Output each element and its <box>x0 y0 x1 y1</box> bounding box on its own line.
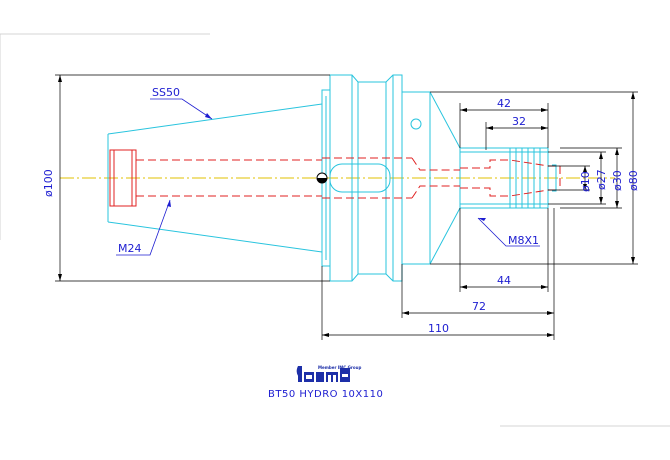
drawing-title: BT50 HYDRO 10X110 <box>268 389 383 400</box>
dim-110: 110 <box>428 322 449 335</box>
sheet-frame <box>0 33 670 427</box>
m24-thread-end <box>109 149 137 207</box>
dim-dia-30: ø30 <box>611 170 624 191</box>
dim-dia-100: ø100 <box>42 169 55 197</box>
dim-dia-10: ø10 <box>579 171 592 192</box>
dim-dia-80: ø80 <box>627 170 640 191</box>
logo-tagline: Member IMC Group <box>318 365 361 370</box>
dim-42: 42 <box>497 97 511 110</box>
callout-m8x1: M8X1 <box>508 234 539 247</box>
dimension-lines <box>55 74 638 340</box>
callout-leaders <box>116 98 540 256</box>
company-logo: Member IMC Group <box>296 365 361 382</box>
dim-44: 44 <box>497 274 511 287</box>
leader-arrows <box>167 113 486 221</box>
dim-dia-27: ø27 <box>595 169 608 190</box>
cross-hole-marker <box>316 172 328 184</box>
callout-m24: M24 <box>118 242 142 255</box>
dim-32: 32 <box>512 115 526 128</box>
dimension-arrows <box>58 75 635 337</box>
callout-ss50: SS50 <box>152 86 180 99</box>
dim-72: 72 <box>472 300 486 313</box>
